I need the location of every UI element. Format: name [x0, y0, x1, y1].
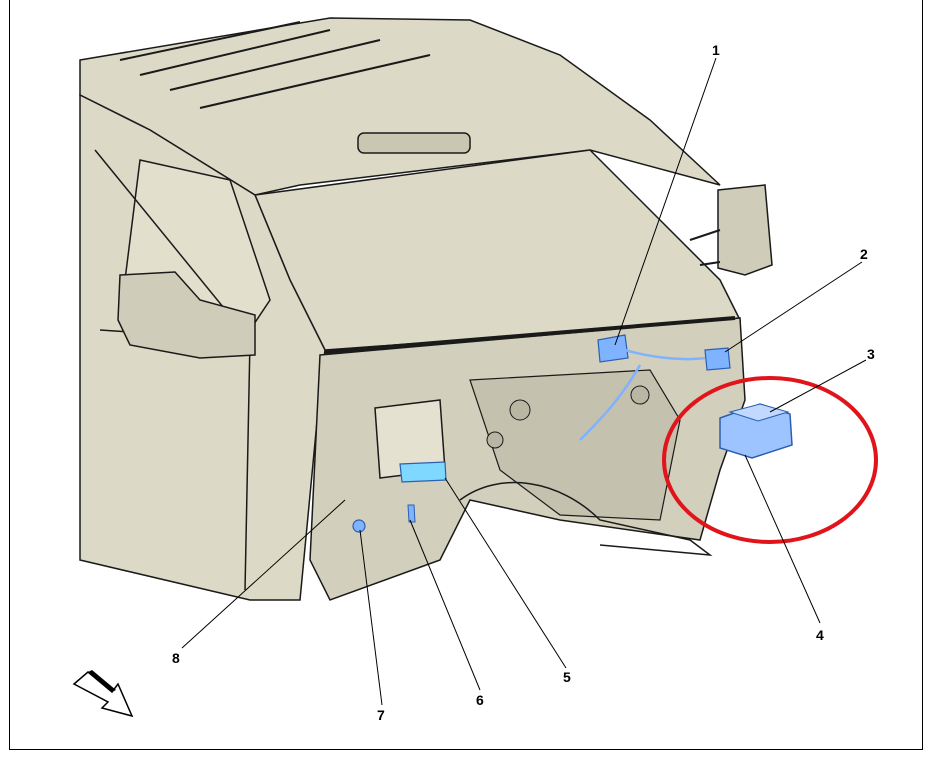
right-mirror-arm: [689, 229, 721, 266]
component-2: [704, 347, 731, 371]
component-6: [407, 504, 416, 523]
callout-4: 4: [816, 627, 824, 643]
firewall-hole: [630, 385, 650, 405]
leader-line-6: [409, 519, 481, 691]
component-7: [352, 519, 366, 533]
component-5: [399, 461, 447, 483]
callout-2: 2: [860, 246, 868, 262]
leader-lines: [181, 57, 867, 706]
roof-ribs: [119, 21, 431, 109]
leader-line-3: [769, 359, 867, 413]
component-1: [597, 334, 629, 363]
leader-line-2: [724, 261, 863, 353]
callout-3: 3: [867, 346, 875, 362]
right-mirror: [717, 184, 773, 276]
leader-line-8: [181, 499, 346, 649]
roof-light-bar: [357, 132, 471, 154]
wire-harness: [579, 348, 706, 441]
leader-line-4: [744, 454, 821, 624]
highlight-ring: [662, 376, 878, 544]
firewall-hole: [486, 431, 504, 449]
callout-6: 6: [476, 692, 484, 708]
firewall-hole: [509, 399, 531, 421]
component-3-top: [728, 403, 790, 422]
leader-line-1: [614, 57, 717, 346]
cowl-wiper-line: [324, 316, 736, 354]
direction-arrow-icon: [72, 670, 134, 718]
leader-line-5: [444, 477, 567, 669]
leader-line-7: [359, 529, 383, 706]
callout-1: 1: [712, 42, 720, 58]
left-mirror: [117, 271, 256, 359]
callout-7: 7: [377, 707, 385, 723]
callout-8: 8: [172, 650, 180, 666]
callout-5: 5: [563, 669, 571, 685]
wheel-arch: [459, 481, 713, 556]
